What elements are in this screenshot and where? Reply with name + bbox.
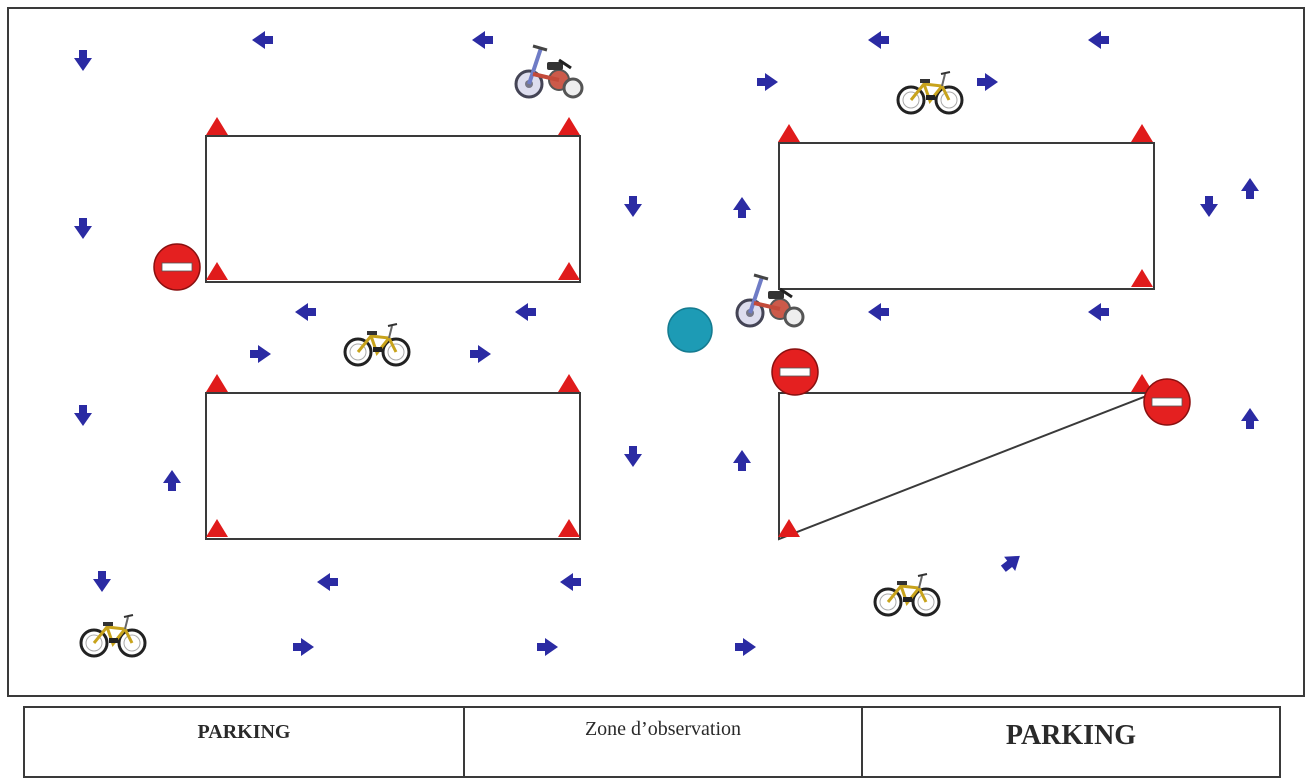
- arrow-right-icon: [293, 638, 314, 656]
- zone-top-left: [205, 135, 581, 283]
- arrow-up-right-icon: [997, 548, 1026, 576]
- bicycle-icon: [896, 70, 964, 115]
- cone-icon: [778, 519, 800, 537]
- cone-icon: [558, 262, 580, 280]
- observation-zone-cell: Zone d’observation: [463, 706, 863, 778]
- zone-top-right: [778, 142, 1155, 290]
- arrow-left-icon: [295, 303, 316, 321]
- cone-icon: [206, 519, 228, 537]
- arrow-down-icon: [624, 446, 642, 467]
- cone-icon: [558, 519, 580, 537]
- arrow-down-icon: [74, 218, 92, 239]
- arrow-down-icon: [74, 50, 92, 71]
- zone-bottom-right: [778, 392, 1155, 541]
- arrow-right-icon: [757, 73, 778, 91]
- parking-right-label: PARKING: [1005, 720, 1137, 751]
- cone-icon: [206, 374, 228, 392]
- parking-left-label: PARKING: [197, 721, 291, 743]
- arrow-up-icon: [733, 197, 751, 218]
- tricycle-icon: [735, 273, 805, 328]
- cone-icon: [558, 117, 580, 135]
- arrow-up-icon: [1241, 178, 1259, 199]
- arrow-left-icon: [560, 573, 581, 591]
- bicycle-icon: [343, 322, 411, 367]
- cone-icon: [1131, 269, 1153, 287]
- arrow-right-icon: [470, 345, 491, 363]
- arrow-right-icon: [977, 73, 998, 91]
- circle-marker-icon: [667, 307, 713, 353]
- arrow-down-icon: [93, 571, 111, 592]
- arrow-right-icon: [250, 345, 271, 363]
- arrow-left-icon: [317, 573, 338, 591]
- arrow-left-icon: [868, 31, 889, 49]
- course-diagram: [7, 7, 1305, 697]
- zone-bottom-left: [205, 392, 581, 540]
- bicycle-icon: [79, 613, 147, 658]
- arrow-right-icon: [735, 638, 756, 656]
- parking-left-cell: PARKING: [23, 706, 465, 778]
- arrow-left-icon: [472, 31, 493, 49]
- arrow-up-icon: [1241, 408, 1259, 429]
- arrow-left-icon: [252, 31, 273, 49]
- arrow-left-icon: [868, 303, 889, 321]
- cone-icon: [1131, 124, 1153, 142]
- parking-right-cell: PARKING: [861, 706, 1281, 778]
- no-entry-sign-icon: [153, 243, 201, 291]
- cone-icon: [206, 117, 228, 135]
- arrow-down-icon: [1200, 196, 1218, 217]
- cone-icon: [558, 374, 580, 392]
- arrow-left-icon: [1088, 303, 1109, 321]
- arrow-left-icon: [1088, 31, 1109, 49]
- arrow-left-icon: [515, 303, 536, 321]
- arrow-up-icon: [163, 470, 181, 491]
- arrow-up-icon: [733, 450, 751, 471]
- arrow-down-icon: [74, 405, 92, 426]
- course-frame: [7, 7, 1305, 697]
- cone-icon: [206, 262, 228, 280]
- no-entry-sign-icon: [771, 348, 819, 396]
- no-entry-sign-icon: [1143, 378, 1191, 426]
- observation-zone-label: Zone d’observation: [584, 718, 742, 740]
- arrow-right-icon: [537, 638, 558, 656]
- bicycle-icon: [873, 572, 941, 617]
- arrow-down-icon: [624, 196, 642, 217]
- tricycle-icon: [514, 44, 584, 99]
- cone-icon: [778, 124, 800, 142]
